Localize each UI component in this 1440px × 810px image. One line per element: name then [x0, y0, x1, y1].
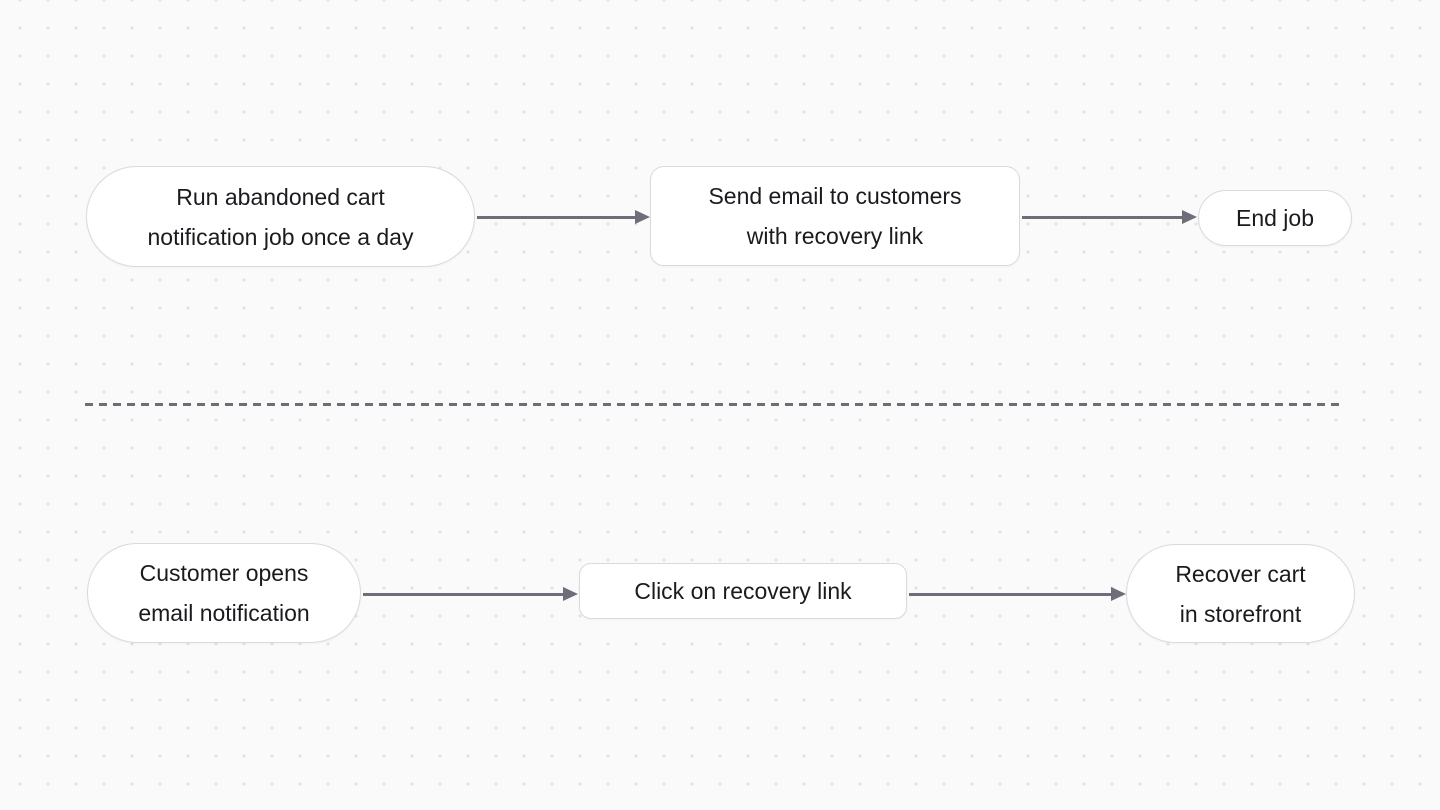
node-end-job: End job — [1198, 190, 1352, 246]
node-run-abandoned-cart-job: Run abandoned cart notification job once… — [86, 166, 475, 267]
arrow-line — [1022, 215, 1183, 219]
arrowhead-icon — [1111, 587, 1126, 601]
node-label: Recover cart in storefront — [1175, 560, 1306, 627]
node-recover-cart-storefront: Recover cart in storefront — [1126, 544, 1355, 643]
flow-arrow — [363, 587, 578, 601]
arrow-line — [477, 215, 636, 219]
node-label: End job — [1235, 205, 1314, 231]
flow-divider — [85, 403, 1345, 406]
node-customer-opens-email: Customer opens email notification — [87, 543, 361, 643]
node-label: Customer opens email notification — [138, 560, 310, 626]
arrowhead-icon — [563, 587, 578, 601]
flow-arrow — [1022, 210, 1197, 224]
node-label: Send email to customers with recovery li… — [708, 183, 962, 249]
arrow-line — [363, 592, 564, 596]
arrowhead-icon — [1182, 210, 1197, 224]
node-label: Click on recovery link — [634, 578, 852, 604]
flow-arrow — [909, 587, 1126, 601]
node-label: Run abandoned cart notification job once… — [147, 183, 414, 250]
arrow-line — [909, 592, 1112, 596]
node-click-recovery-link: Click on recovery link — [579, 563, 907, 619]
node-send-email-to-customers: Send email to customers with recovery li… — [650, 166, 1020, 266]
arrowhead-icon — [635, 210, 650, 224]
flow-arrow — [477, 210, 650, 224]
